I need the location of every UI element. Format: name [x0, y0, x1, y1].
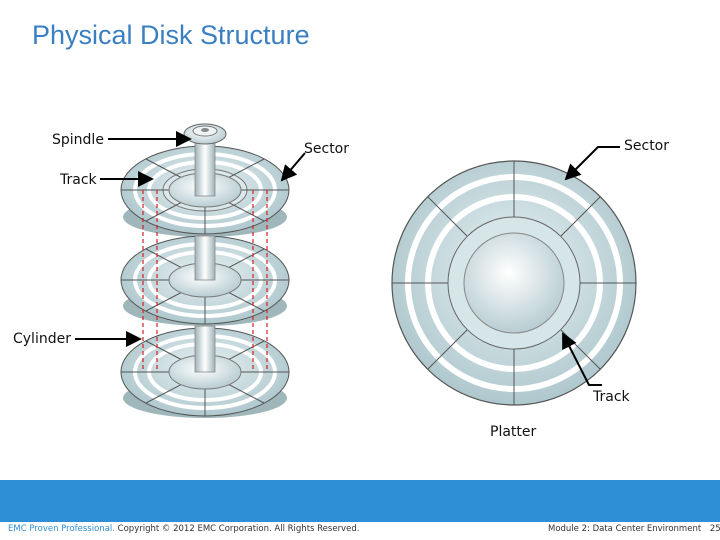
left-arrows: [75, 131, 306, 347]
sector-label-right: Sector: [624, 138, 670, 154]
platter-top-view: [391, 160, 637, 406]
cylinder-lines: [142, 190, 268, 372]
track-label-right: Track: [593, 389, 630, 405]
platter-stack: [120, 123, 290, 418]
footer-copyright-text: Copyright © 2012 EMC Corporation. All Ri…: [117, 524, 360, 534]
platter-label: Platter: [490, 424, 537, 440]
sector-label-left: Sector: [304, 141, 350, 157]
track-arrow-right: [562, 332, 602, 386]
track-label-left: Track: [60, 172, 97, 188]
cylinder-label: Cylinder: [13, 331, 71, 347]
footer-copyright: EMC Proven Professional. Copyright © 201…: [8, 524, 359, 534]
disk-diagram: [75, 123, 637, 418]
footer-module: Module 2: Data Center Environment 25: [548, 524, 720, 534]
footer-bar: [0, 480, 720, 522]
footer-module-text: Module 2: Data Center Environment: [548, 524, 702, 534]
footer-brand: EMC Proven Professional.: [8, 524, 115, 534]
sector-arrow-left: [280, 152, 306, 182]
spindle-shaft: [183, 123, 227, 373]
spindle-label: Spindle: [52, 132, 104, 148]
right-arrows: [562, 146, 620, 386]
sector-arrow-right: [564, 146, 620, 181]
page-number: 25: [709, 524, 720, 534]
slide-title: Physical Disk Structure: [32, 20, 310, 50]
